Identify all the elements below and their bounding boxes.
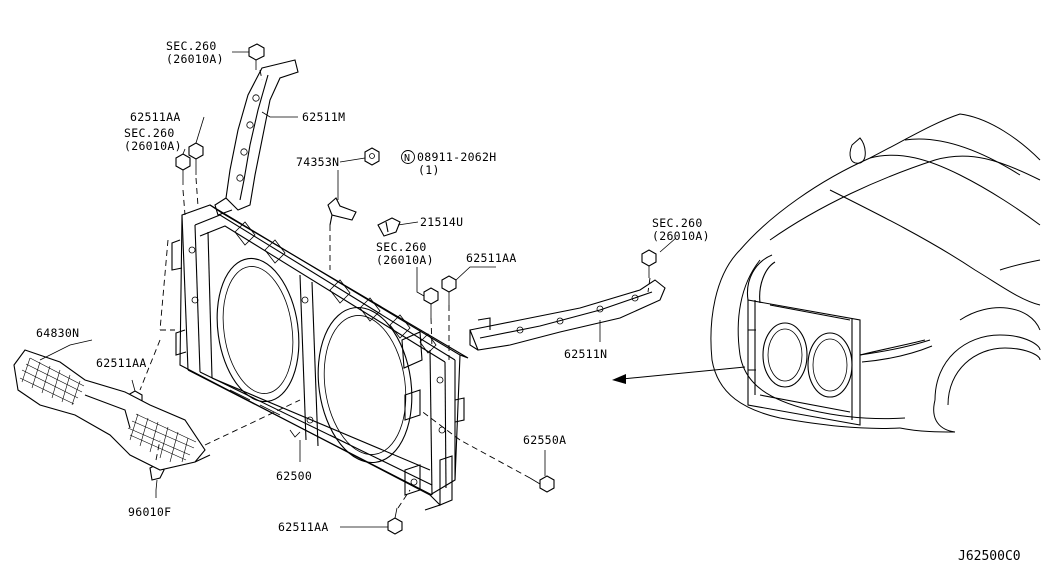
- label-62550a: 62550A: [523, 433, 566, 447]
- label-08911-qty: (1): [418, 163, 440, 177]
- label-sec260-top-sub: (26010A): [166, 52, 224, 66]
- part-labels: SEC.260 (26010A) 62511M 62511AA SEC.260 …: [36, 39, 1021, 564]
- diagram-id: J62500C0: [958, 549, 1021, 564]
- nut-symbol-icon: N: [401, 150, 415, 164]
- bracket-62511m: [214, 59, 299, 216]
- label-62511m: 62511M: [302, 110, 345, 124]
- label-62511aa-top: 62511AA: [130, 110, 181, 124]
- label-sec260-left-sub: (26010A): [124, 139, 182, 153]
- label-sec260-mid: SEC.260: [376, 240, 427, 254]
- bracket-74353n: [327, 197, 357, 226]
- bolt-62511aa-top: [188, 142, 204, 175]
- label-62511aa-bottom: 62511AA: [278, 520, 329, 534]
- vehicle-outline: [710, 113, 1041, 433]
- bolt-sec260-mid: [423, 287, 439, 318]
- leader-lines: [39, 51, 677, 528]
- bracket-62511n: [469, 279, 666, 351]
- bolt-62511aa-mid: [441, 275, 457, 305]
- svg-text:N: N: [404, 153, 410, 164]
- bolt-62550a: [529, 475, 555, 493]
- reference-arrow: [612, 366, 746, 384]
- bolt-62511aa-bottom: [387, 507, 403, 535]
- radiator-core-support-62500: [171, 204, 469, 511]
- label-62511n: 62511N: [564, 347, 607, 361]
- label-62511aa-left: 62511AA: [96, 356, 147, 370]
- label-sec260-right-sub: (26010A): [652, 229, 710, 243]
- assembly-lines: [139, 69, 651, 509]
- label-96010f: 96010F: [128, 505, 171, 519]
- label-sec260-top: SEC.260: [166, 39, 217, 53]
- label-62511aa-mid: 62511AA: [466, 251, 517, 265]
- air-guide-64830n: [13, 349, 211, 471]
- label-08911-2062h: 08911-2062H: [417, 150, 496, 164]
- bolt-sec260-left: [175, 153, 191, 185]
- vehicle-radiator-support: [746, 254, 926, 426]
- label-74353n: 74353N: [296, 155, 339, 169]
- label-sec260-mid-sub: (26010A): [376, 253, 434, 267]
- label-62500: 62500: [276, 469, 312, 483]
- label-21514u: 21514U: [420, 215, 463, 229]
- label-sec260-left: SEC.260: [124, 126, 175, 140]
- bolt-sec260-right: [641, 249, 657, 278]
- nut-08911-2062h: [364, 147, 380, 166]
- label-sec260-right: SEC.260: [652, 216, 703, 230]
- clip-21514u: [377, 217, 401, 237]
- label-64830n: 64830N: [36, 326, 79, 340]
- bolt-sec260-top: [248, 43, 265, 70]
